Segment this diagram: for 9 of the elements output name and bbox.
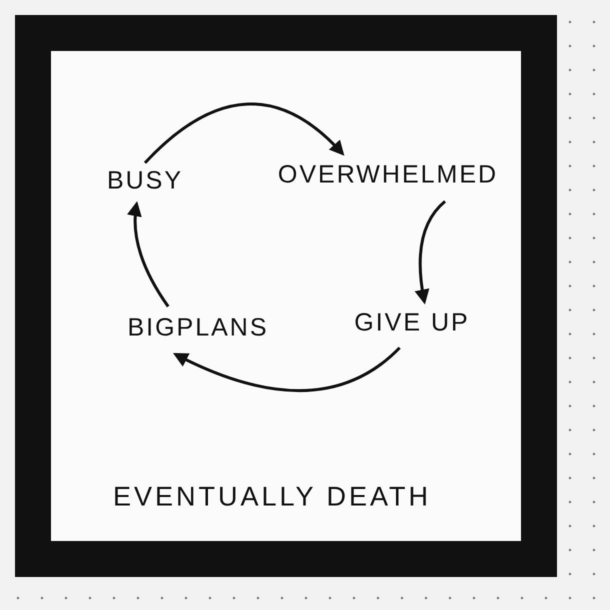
node-label: OVERWHELMED	[274, 158, 502, 192]
note-text: EVENTUALLY DEATH	[112, 482, 432, 512]
node-label: GIVE UP	[350, 306, 474, 340]
curved-arrow	[127, 201, 170, 308]
curved-arrow	[172, 346, 401, 392]
node-label: BUSY	[102, 164, 188, 198]
curved-arrow	[144, 102, 344, 164]
node-label: BIGPLANS	[123, 312, 273, 344]
curved-arrow	[414, 200, 446, 304]
